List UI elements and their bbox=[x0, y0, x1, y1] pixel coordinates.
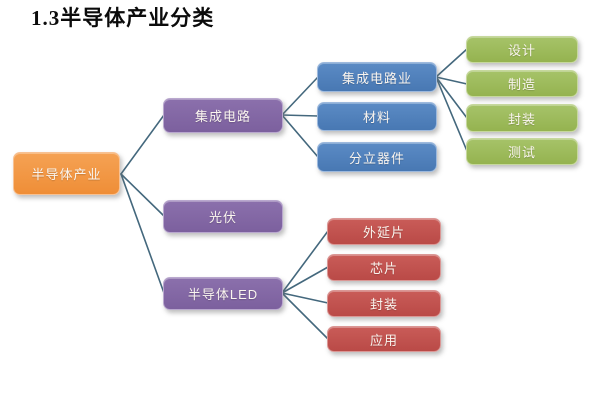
connector-led-to-app bbox=[281, 292, 329, 340]
connector-led-to-pkg bbox=[281, 292, 329, 304]
connector-root-to-led bbox=[120, 173, 165, 294]
node-integrated-circuit: 集成电路 bbox=[163, 98, 283, 133]
connector-ic-to-disc bbox=[281, 114, 319, 158]
connector-icind-to-test bbox=[435, 76, 468, 152]
node-testing: 测试 bbox=[466, 138, 578, 165]
connector-root-to-pv bbox=[120, 173, 165, 217]
node-materials: 材料 bbox=[317, 102, 437, 131]
node-semiconductor-led: 半导体LED bbox=[163, 277, 283, 310]
connector-led-to-chip bbox=[281, 266, 329, 294]
connector-ic-to-icind bbox=[281, 76, 319, 116]
node-chip: 芯片 bbox=[327, 254, 441, 281]
connector-icind-to-pkg bbox=[435, 76, 468, 119]
node-packaging: 封装 bbox=[466, 104, 578, 132]
node-ic-industry: 集成电路业 bbox=[317, 62, 437, 92]
connector-root-to-ic bbox=[120, 114, 165, 175]
connector-ic-to-mat bbox=[281, 114, 319, 117]
node-discrete-devices: 分立器件 bbox=[317, 142, 437, 172]
slide-title: 1.3半导体产业分类 bbox=[31, 6, 215, 30]
connector-led-to-epi bbox=[281, 230, 329, 294]
node-design: 设计 bbox=[466, 36, 578, 63]
node-epitaxial-wafer: 外延片 bbox=[327, 218, 441, 245]
node-semiconductor-industry: 半导体产业 bbox=[13, 152, 120, 195]
connector-icind-to-mfg bbox=[435, 76, 468, 85]
node-manufacturing: 制造 bbox=[466, 70, 578, 97]
node-led-packaging: 封装 bbox=[327, 290, 441, 317]
node-application: 应用 bbox=[327, 326, 441, 352]
node-photovoltaic: 光伏 bbox=[163, 200, 283, 233]
connector-icind-to-design bbox=[435, 48, 468, 78]
